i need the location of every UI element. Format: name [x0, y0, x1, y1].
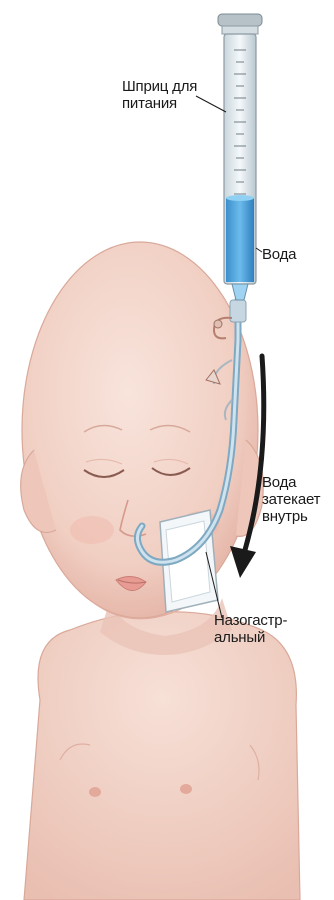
- syringe-label: Шприц для питания: [122, 78, 197, 112]
- water-label-text: Вода: [262, 246, 296, 263]
- nasogastric-label: Назогастр- альный: [214, 612, 287, 646]
- nasogastric-line2: альный: [214, 629, 287, 646]
- water-flow-line2: затекает: [262, 491, 320, 508]
- syringe-label-line1: Шприц для: [122, 78, 197, 95]
- baby-head: [21, 242, 264, 619]
- water-flow-line3: внутрь: [262, 508, 320, 525]
- nipple-right: [180, 784, 192, 794]
- water-flow-line1: Вода: [262, 474, 320, 491]
- nipple-left: [89, 787, 101, 797]
- syringe-label-line2: питания: [122, 95, 197, 112]
- water-label: Вода: [262, 246, 296, 263]
- feeding-syringe: [218, 14, 262, 300]
- water-flow-label: Вода затекает внутрь: [262, 474, 320, 525]
- nasogastric-line1: Назогастр-: [214, 612, 287, 629]
